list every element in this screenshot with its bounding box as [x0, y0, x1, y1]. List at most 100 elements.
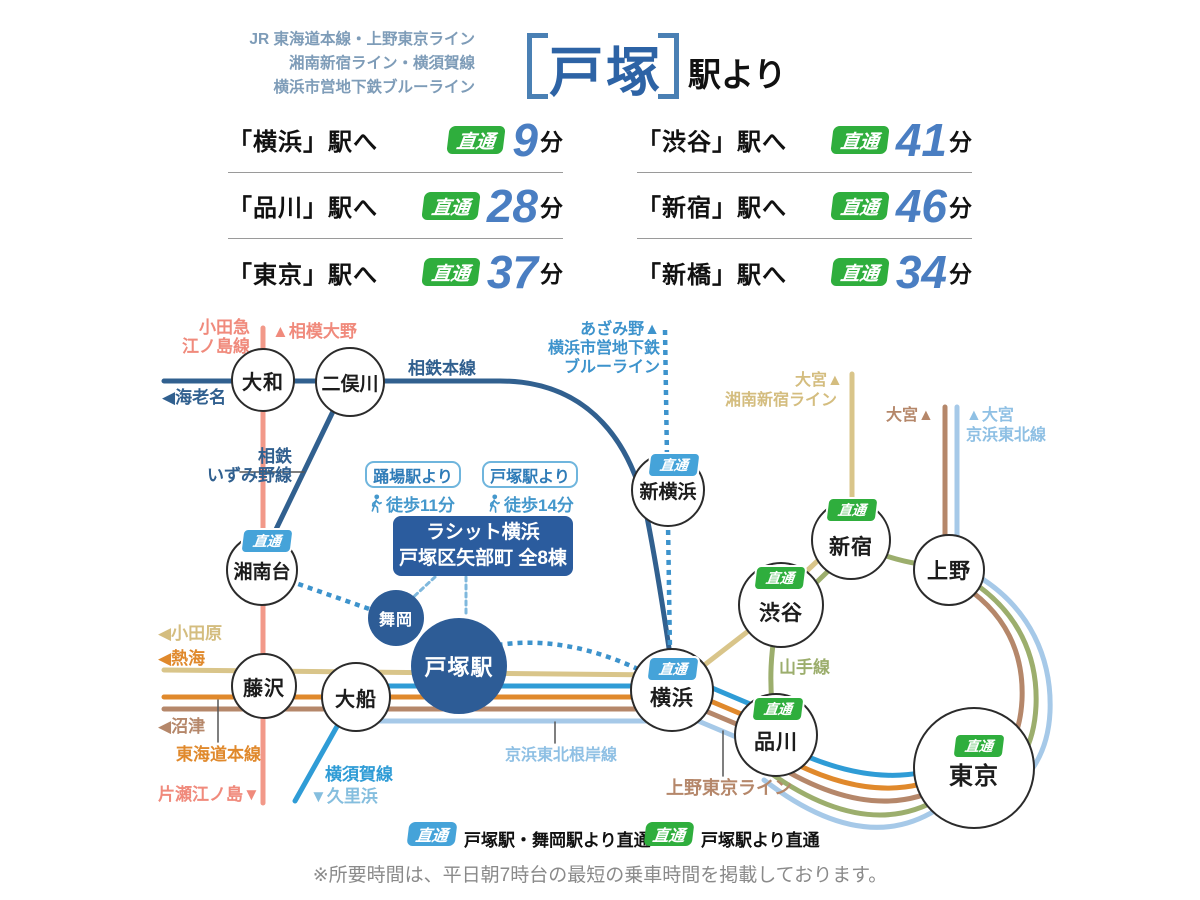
station-label: 戸塚駅 — [424, 655, 494, 680]
direct-badge-shinyokohama: 直通 — [646, 452, 702, 478]
bracket-left — [527, 33, 548, 99]
minutes-value: 9 — [512, 113, 538, 166]
bracket-right — [658, 33, 679, 99]
station-label: 渋谷 — [759, 602, 803, 625]
label-tokaido-line: 東海道本線 — [176, 745, 261, 764]
header-line-2: 湘南新宿ライン・横須賀線 — [288, 55, 475, 72]
label-yokosuka-line: 横須賀線 — [325, 765, 393, 784]
label-blueline: 横浜市営地下鉄 ブルーライン — [547, 340, 660, 376]
direct-badge-shinjuku: 直通 — [824, 497, 880, 523]
label-omiya-keihin: ▲大宮 — [966, 407, 1014, 424]
label-kurihama: ▼久里浜 — [310, 787, 378, 806]
station-label: 大和 — [242, 371, 284, 394]
property-callout: ラシット横浜戸塚区矢部町 全8棟 — [393, 516, 573, 576]
table-row: 「品川」駅へ 直通 28 分 — [228, 173, 563, 239]
station-fujisawa: 藤沢 — [231, 653, 297, 719]
property-name: ラシット横浜 — [426, 522, 540, 543]
station-totsuka: 戸塚駅 — [411, 618, 507, 714]
property-callout-text: ラシット横浜戸塚区矢部町 全8棟 — [399, 520, 567, 572]
minutes-unit: 分 — [949, 261, 972, 287]
callout-totsuka: 戸塚駅より — [482, 461, 578, 488]
station-label: 藤沢 — [243, 677, 285, 700]
label-odawara: ◀小田原 — [158, 624, 223, 643]
destination-label: 「東京」駅へ — [228, 261, 378, 289]
station-yamato: 大和 — [231, 348, 295, 412]
station-label: 東京 — [949, 762, 999, 790]
station-ofuna: 大船 — [321, 662, 391, 732]
label-ueno-tokyo-line: 上野東京ライン — [666, 778, 792, 798]
station-label: 新宿 — [829, 536, 873, 559]
minutes-value: 37 — [486, 246, 538, 298]
callout-odoriba: 踊場駅より — [365, 461, 461, 488]
line-keihin-shinagawa-tokyo — [761, 777, 939, 830]
minutes-value: 28 — [486, 179, 538, 232]
label-odakyu-line: 小田急 江ノ島線 — [182, 318, 250, 356]
label-ebina: ◀海老名 — [162, 388, 227, 407]
walk-time-label: 徒歩11分 — [386, 496, 455, 515]
label-azamino: あざみ野▲ — [580, 321, 660, 338]
label-yamanote-line: 山手線 — [779, 658, 830, 677]
legend-label-green: 戸塚駅より直通 — [701, 831, 820, 850]
label-sotetsu-izumino: 相鉄 いずみ野線 — [207, 447, 292, 485]
table-row: 「横浜」駅へ 直通 9 分 — [228, 107, 563, 173]
property-detail: 戸塚区矢部町 全8棟 — [399, 548, 567, 569]
header-line-3: 横浜市営地下鉄ブルーライン — [273, 79, 475, 96]
label-keihin-tohoku-line: 京浜東北線 — [966, 427, 1047, 444]
station-label: 横浜 — [650, 687, 694, 710]
table-row: 「東京」駅へ 直通 37 分 — [228, 239, 563, 305]
line-sotetsu-izumino — [264, 396, 342, 551]
label-omiya-uenotokyo: 大宮▲ — [886, 407, 934, 424]
label-katase-enoshima: 片瀬江ノ島▼ — [158, 785, 260, 804]
station-tokyo: 東京 — [913, 707, 1035, 829]
legend-badge-blue: 直通 — [406, 822, 458, 846]
station-label: 湘南台 — [233, 561, 291, 583]
minutes-unit: 分 — [540, 128, 563, 155]
minutes-value: 41 — [895, 113, 947, 166]
minutes-value: 46 — [895, 179, 947, 232]
destination-label: 「新宿」駅へ — [637, 195, 787, 222]
destination-label: 「新橋」駅へ — [637, 261, 787, 289]
station-ueno: 上野 — [913, 534, 985, 606]
walking-icon — [371, 493, 382, 513]
legend-label-blue: 戸塚駅・舞岡駅より直通 — [464, 831, 651, 850]
minutes-unit: 分 — [540, 261, 563, 287]
destination-label: 「横浜」駅へ — [228, 129, 378, 156]
walking-icon — [489, 493, 500, 513]
legend-badge-green: 直通 — [643, 822, 695, 846]
station-futamatagawa: 二俣川 — [315, 347, 385, 417]
walk-time-odoriba: 徒歩11分 — [368, 491, 455, 516]
table-row: 「新宿」駅へ 直通 46 分 — [637, 173, 972, 239]
direct-badge-tokyo: 直通 — [951, 733, 1007, 759]
station-maioka: 舞岡 — [368, 590, 424, 646]
travel-times-table: 「横浜」駅へ 直通 9 分 「渋谷」駅へ 直通 41 分 「品川」駅へ 直通 2… — [228, 107, 972, 305]
page-title-station: 戸塚 — [549, 43, 663, 103]
station-label: 二俣川 — [321, 373, 379, 395]
label-shonan-shinjuku-line: 湘南新宿ライン — [725, 392, 838, 409]
label-numazu: ◀沼津 — [158, 717, 206, 736]
direct-badge-shibuya: 直通 — [752, 565, 808, 591]
minutes-value: 34 — [895, 246, 947, 298]
destination-label: 「品川」駅へ — [228, 195, 378, 222]
minutes-unit: 分 — [540, 194, 563, 221]
station-label: 大船 — [335, 688, 377, 711]
label-atami: ◀熱海 — [158, 649, 206, 668]
page-title-suffix: 駅より — [688, 56, 787, 93]
station-label: 品川 — [754, 731, 798, 754]
table-row: 「新橋」駅へ 直通 34 分 — [637, 239, 972, 305]
table-row: 「渋谷」駅へ 直通 41 分 — [637, 107, 972, 173]
station-label: 舞岡 — [378, 612, 413, 629]
label-sotetsu-main: 相鉄本線 — [408, 359, 476, 378]
direct-badge-shonandai: 直通 — [239, 528, 295, 554]
label-sagamiono: ▲相模大野 — [272, 322, 357, 341]
station-label: 上野 — [927, 560, 971, 583]
footnote: ※所要時間は、平日朝7時台の最短の乗車時間を掲載しております。 — [312, 865, 888, 886]
destination-label: 「渋谷」駅へ — [637, 129, 787, 156]
station-label: 新横浜 — [639, 481, 697, 503]
label-keihin-negishi-line: 京浜東北根岸線 — [505, 747, 618, 764]
station-yokohama: 横浜 — [630, 648, 714, 732]
walk-time-totsuka: 徒歩14分 — [486, 491, 574, 516]
header-line-names: JR 東海道本線・上野東京ライン湘南新宿ライン・横須賀線横浜市営地下鉄ブルーライ… — [205, 28, 475, 100]
line-yamanote-tokyo-shinagawa — [766, 769, 943, 818]
label-omiya-shonan: 大宮▲ — [795, 372, 843, 389]
walk-time-label: 徒歩14分 — [504, 496, 574, 515]
